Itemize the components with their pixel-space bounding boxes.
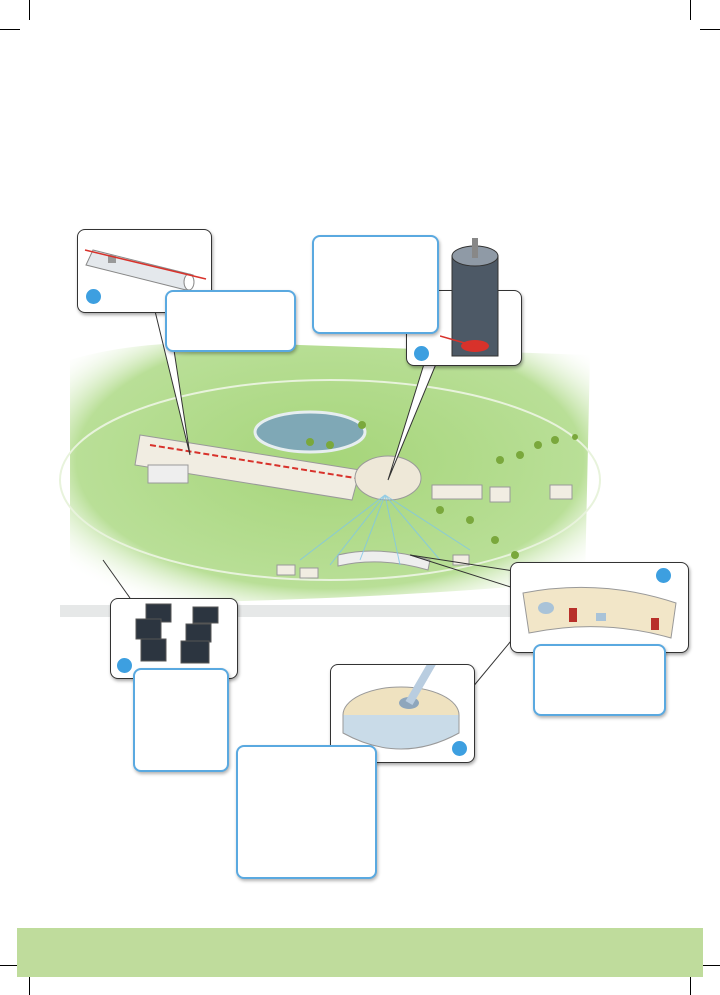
callout-box [165,290,296,352]
marker-dot [414,346,429,361]
callout-box [133,668,229,772]
experimental-hall-panel [510,562,689,653]
marker-dot [117,658,132,673]
footer-banner [17,928,703,977]
marker-dot [452,741,467,756]
crop-mark [0,29,20,30]
crop-mark [700,29,720,30]
callout-box [533,644,666,716]
computing-cluster-panel [110,598,238,679]
crop-mark [690,975,691,995]
experimental-hall-illustration [522,586,677,639]
crop-mark [29,975,30,995]
accelerator-tube-panel [77,229,212,313]
crop-mark [690,0,691,20]
computing-cluster-illustration [135,603,219,664]
marker-dot [656,568,671,583]
crop-mark [700,965,720,966]
callout-box [236,745,377,879]
crop-mark [0,965,20,966]
detector-illustration [440,238,499,357]
crop-mark [29,0,30,20]
instrument-illustration [342,665,460,750]
callout-box [312,235,439,334]
instrument-panel [330,664,475,763]
marker-dot [86,289,101,304]
